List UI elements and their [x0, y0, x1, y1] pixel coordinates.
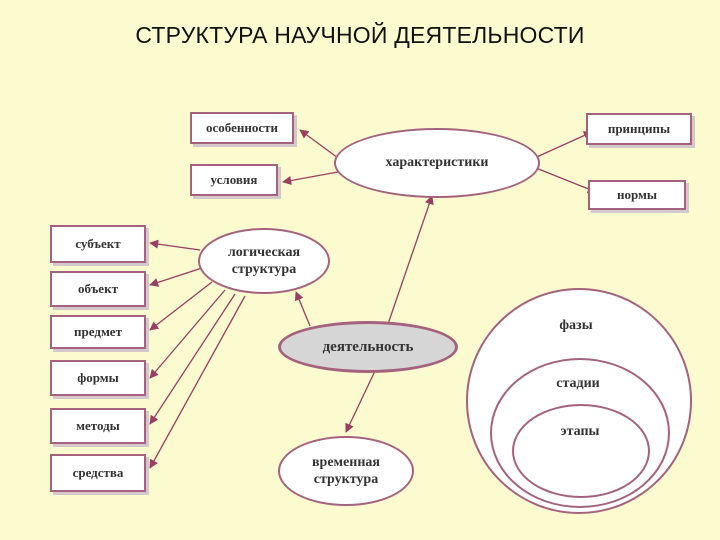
- logical-structure-line1: логическая: [227, 244, 301, 260]
- arrow-center-to-temporal: [345, 370, 376, 433]
- arrow-to-object: [149, 267, 203, 287]
- principles-box: принципы: [586, 113, 692, 145]
- forms-box: формы: [50, 360, 146, 396]
- means-label: средства: [72, 465, 124, 480]
- center-ellipse: деятельность: [278, 321, 458, 373]
- arrow-to-features: [299, 129, 339, 159]
- arrow-to-norms: [535, 167, 597, 194]
- arrow-center-to-characteristics: [387, 195, 434, 325]
- arrow-to-item: [149, 281, 213, 331]
- arrow-center-to-logical: [294, 291, 311, 327]
- steps-label: этапы: [560, 424, 600, 439]
- means-box: средства: [50, 454, 146, 492]
- steps-circle: [512, 404, 650, 498]
- arrow-to-subject: [149, 239, 201, 251]
- norms-box: нормы: [588, 180, 686, 210]
- object-box: объект: [50, 271, 146, 307]
- temporal-structure-line2: структура: [313, 472, 379, 487]
- center-label: деятельность: [322, 338, 414, 355]
- object-label: объект: [78, 281, 118, 296]
- subject-label: субъект: [75, 236, 121, 251]
- temporal-structure-ellipse: временная структура: [278, 436, 414, 506]
- page-title: СТРУКТУРА НАУЧНОЙ ДЕЯТЕЛЬНОСТИ: [135, 22, 585, 48]
- principles-label: принципы: [607, 121, 671, 136]
- characteristics-label: характеристики: [385, 155, 489, 171]
- item-label: предмет: [74, 324, 122, 339]
- arrow-to-forms: [149, 289, 226, 379]
- conditions-box: условия: [190, 164, 278, 196]
- temporal-structure-line1: временная: [311, 454, 381, 470]
- features-box: особенности: [190, 112, 294, 144]
- features-label: особенности: [206, 120, 278, 135]
- norms-label: нормы: [616, 187, 658, 202]
- item-box: предмет: [50, 315, 146, 349]
- arrow-to-means: [149, 295, 246, 469]
- arrow-to-conditions: [282, 171, 339, 186]
- phases-label: фазы: [559, 318, 593, 333]
- logical-structure-label: логическая структура: [228, 244, 300, 279]
- subject-box: субъект: [50, 225, 146, 263]
- arrow-to-principles: [529, 131, 593, 161]
- logical-structure-line2: структура: [231, 262, 297, 277]
- temporal-structure-label: временная структура: [312, 454, 380, 489]
- characteristics-ellipse: характеристики: [334, 128, 540, 198]
- methods-box: методы: [50, 408, 146, 444]
- logical-structure-ellipse: логическая структура: [198, 228, 330, 294]
- conditions-label: условия: [210, 172, 258, 187]
- forms-label: формы: [77, 370, 119, 385]
- stages-label: стадии: [556, 376, 600, 391]
- methods-label: методы: [76, 418, 120, 433]
- arrow-to-methods: [149, 293, 236, 425]
